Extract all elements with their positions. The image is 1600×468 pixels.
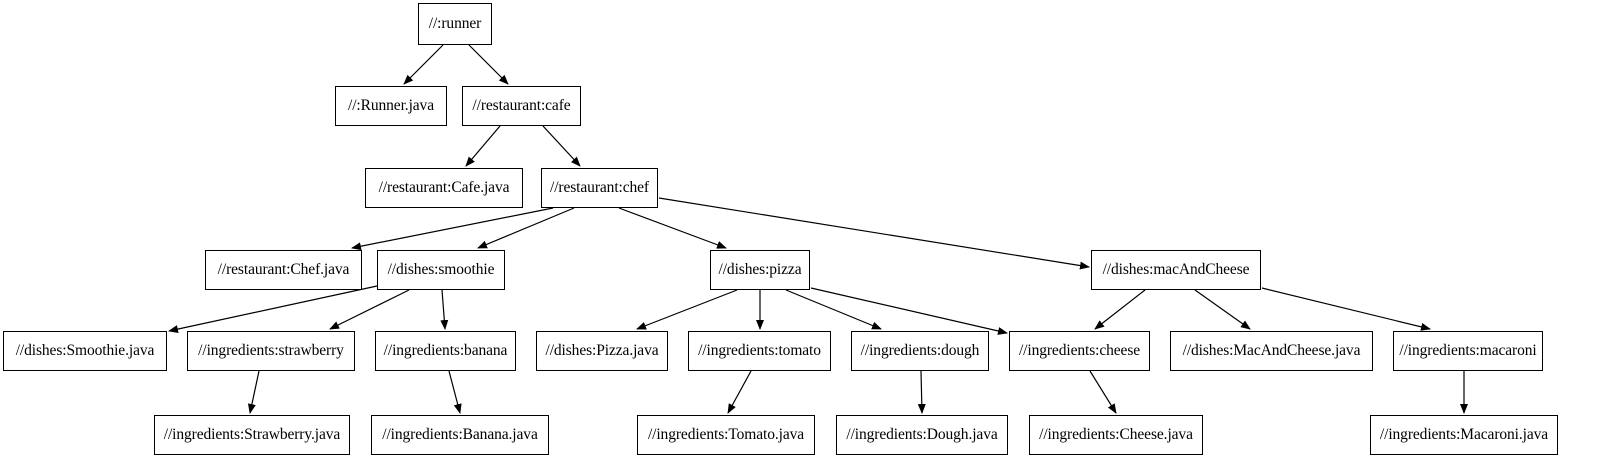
graph-node-dishes_smoothie[interactable]: //dishes:smoothie [377,250,505,290]
graph-edge-dishes_pizza-to-ing_dough [785,289,882,330]
graph-node-label: //ingredients:Cheese.java [1039,426,1193,444]
graph-edge-dishes_macandcheese-to-macandcheese_java [1194,289,1251,330]
graph-node-ing_tomato[interactable]: //ingredients:tomato [688,331,831,371]
graph-node-smoothie_java[interactable]: //dishes:Smoothie.java [3,331,167,371]
graph-edge-runner-to-restaurant_cafe [468,44,509,85]
graph-node-label: //:Runner.java [348,97,434,115]
graph-node-ing_macaroni[interactable]: //ingredients:macaroni [1393,331,1543,371]
graph-edge-restaurant_chef-to-chef_java [351,207,554,251]
graph-node-pizza_java[interactable]: //dishes:Pizza.java [536,331,668,371]
graph-node-runner[interactable]: //:runner [418,3,492,45]
graph-node-macaroni_java[interactable]: //ingredients:Macaroni.java [1370,415,1558,455]
graph-node-label: //dishes:pizza [718,261,802,279]
graph-node-label: //restaurant:chef [550,179,649,197]
graph-edge-dishes_smoothie-to-smoothie_java [168,285,378,334]
graph-edge-dishes_pizza-to-ing_cheese [810,287,1008,335]
graph-node-label: //ingredients:macaroni [1399,342,1537,360]
graph-edge-dishes_smoothie-to-ing_banana [440,289,449,330]
graph-node-label: //dishes:MacAndCheese.java [1182,342,1361,360]
graph-edge-runner-to-runner_java [403,44,444,85]
graph-node-label: //ingredients:banana [383,342,508,360]
graph-node-label: //restaurant:Chef.java [217,261,350,279]
graph-edge-restaurant_cafe-to-restaurant_chef [542,125,581,167]
graph-edge-ing_strawberry-to-strawberry_java [247,370,260,414]
graph-edge-restaurant_chef-to-dishes_pizza [618,207,727,249]
graph-node-macandcheese_java[interactable]: //dishes:MacAndCheese.java [1170,331,1373,371]
graph-edge-dishes_smoothie-to-ing_strawberry [329,289,410,330]
graph-node-label: //ingredients:Strawberry.java [163,426,341,444]
graph-node-restaurant_cafe[interactable]: //restaurant:cafe [462,86,581,126]
graph-node-label: //ingredients:cheese [1018,342,1141,360]
graph-node-cheese_java[interactable]: //ingredients:Cheese.java [1029,415,1203,455]
graph-edge-dishes_macandcheese-to-ing_macaroni [1261,287,1431,331]
graph-edge-ing_tomato-to-tomato_java [727,370,752,414]
graph-node-ing_cheese[interactable]: //ingredients:cheese [1009,331,1150,371]
graph-node-ing_banana[interactable]: //ingredients:banana [375,331,516,371]
graph-node-ing_strawberry[interactable]: //ingredients:strawberry [187,331,355,371]
graph-edge-ing_banana-to-banana_java [448,370,462,414]
graph-node-label: //dishes:smoothie [387,261,495,279]
graph-edge-dishes_macandcheese-to-ing_cheese [1094,289,1146,330]
graph-node-strawberry_java[interactable]: //ingredients:Strawberry.java [154,415,350,455]
graph-node-label: //dishes:Smoothie.java [15,342,155,360]
graph-node-label: //ingredients:Macaroni.java [1379,426,1549,444]
graph-node-banana_java[interactable]: //ingredients:Banana.java [371,415,549,455]
graph-node-label: //ingredients:Banana.java [382,426,538,444]
graph-node-chef_java[interactable]: //restaurant:Chef.java [205,250,362,290]
graph-node-label: //ingredients:tomato [698,342,821,360]
graph-node-dishes_macandcheese[interactable]: //dishes:macAndCheese [1091,250,1261,290]
graph-node-label: //ingredients:strawberry [198,342,344,360]
graph-node-label: //dishes:Pizza.java [545,342,659,360]
graph-edge-ing_dough-to-dough_java [917,370,926,414]
graph-edge-ing_cheese-to-cheese_java [1089,370,1117,414]
graph-node-cafe_java[interactable]: //restaurant:Cafe.java [365,168,523,208]
graph-node-tomato_java[interactable]: //ingredients:Tomato.java [637,415,815,455]
graph-node-dishes_pizza[interactable]: //dishes:pizza [710,250,810,290]
graph-node-dough_java[interactable]: //ingredients:Dough.java [836,415,1008,455]
graph-edge-dishes_pizza-to-pizza_java [636,289,738,330]
graph-node-label: //ingredients:dough [860,342,980,360]
graph-edge-restaurant_chef-to-dishes_smoothie [477,207,575,249]
graph-node-label: //ingredients:Dough.java [846,426,998,444]
graph-node-ing_dough[interactable]: //ingredients:dough [851,331,989,371]
graph-node-label: //dishes:macAndCheese [1102,261,1250,279]
graph-node-label: //ingredients:Tomato.java [647,426,805,444]
graph-node-label: //:runner [428,15,482,33]
graph-node-label: //restaurant:cafe [472,97,571,115]
graph-edge-restaurant_cafe-to-cafe_java [465,125,501,167]
graph-node-runner_java[interactable]: //:Runner.java [335,86,447,126]
graph-node-restaurant_chef[interactable]: //restaurant:chef [541,168,658,208]
graph-node-label: //restaurant:Cafe.java [378,179,510,197]
